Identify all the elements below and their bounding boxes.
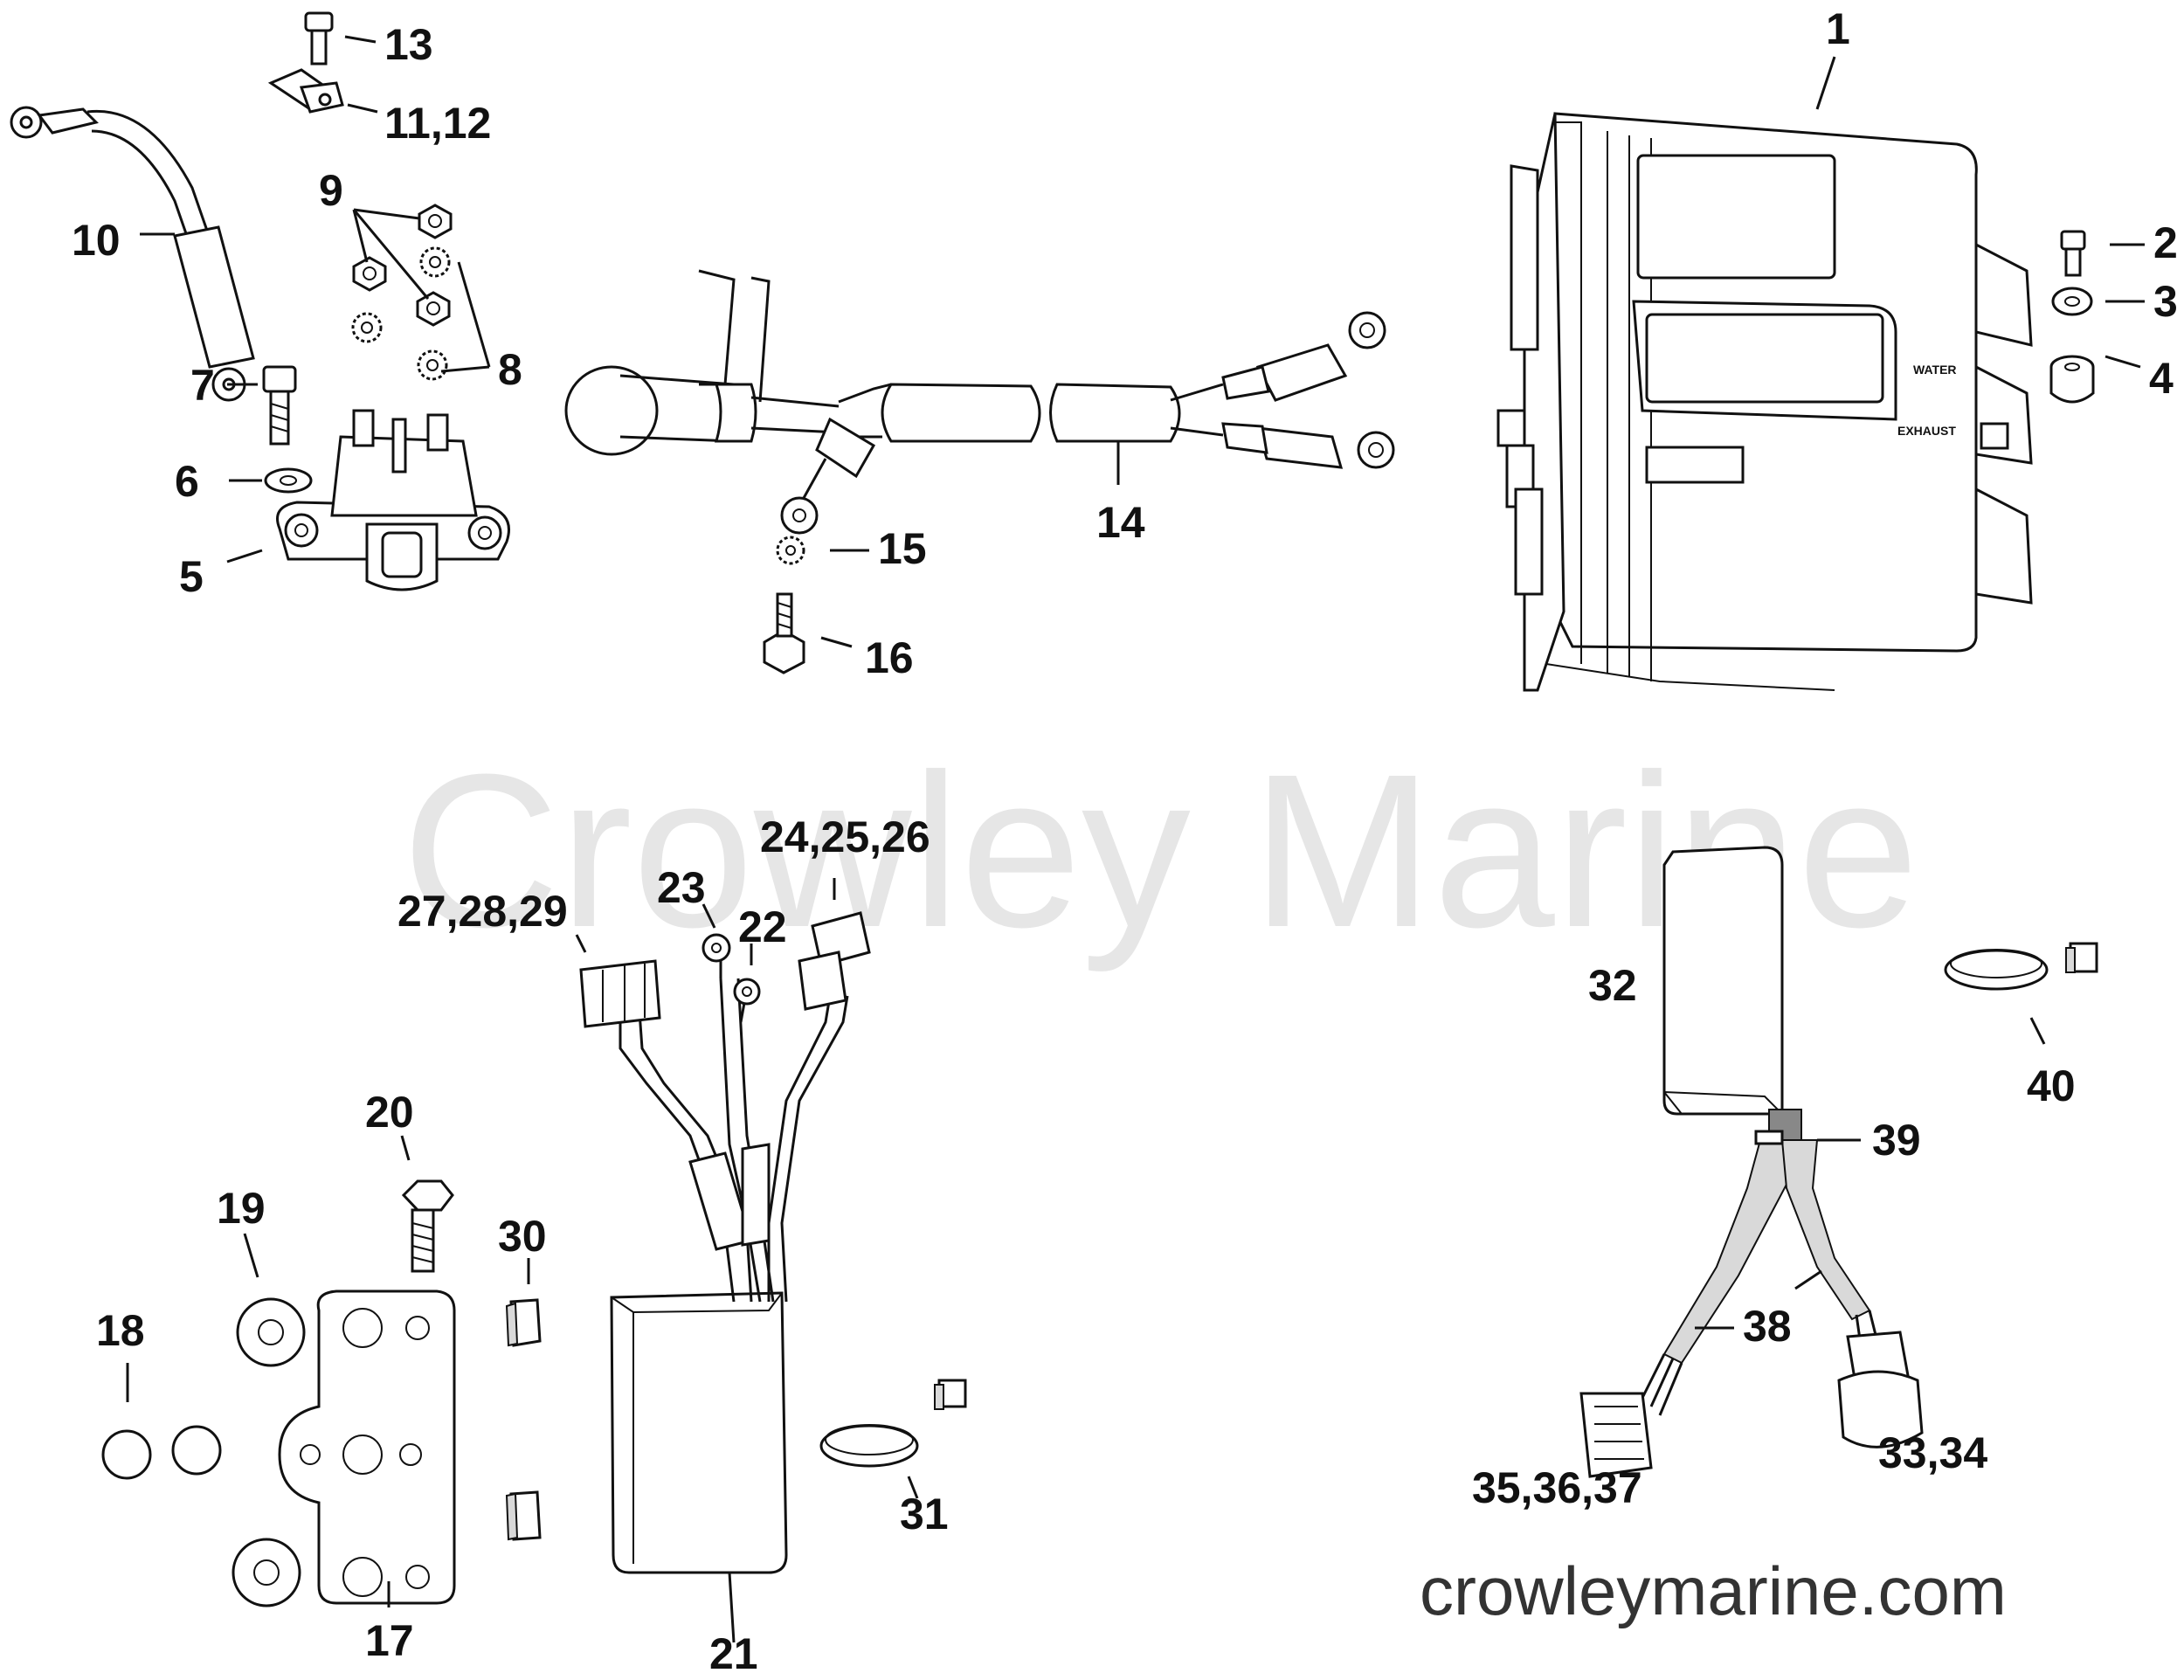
callout-21: 21 [709,1629,758,1678]
ecu-module-1: WATER EXHAUST [1496,112,2033,692]
callout-18: 18 [96,1306,145,1355]
callout-7: 7 [190,361,215,410]
solenoid-5 [276,409,510,591]
bracket-17 [278,1289,456,1605]
battery-cable-10 [10,106,255,402]
control-module-32 [1662,846,1784,1116]
bolt-7 [262,365,297,446]
cable-harness-14 [564,269,1395,535]
callout-31: 31 [900,1490,949,1538]
callout-22: 22 [738,902,787,951]
screw-2 [2060,230,2086,277]
callout-10: 10 [72,216,121,265]
callout-15: 15 [878,524,927,573]
callout-8: 8 [498,345,522,394]
module-label-exhaust: EXHAUST [1897,424,1956,438]
callout-33-34: 33,34 [1878,1428,1987,1477]
bolt-20 [401,1179,454,1273]
callout-11-12: 11,12 [384,99,491,148]
callout-4: 4 [2149,354,2174,403]
grommet-4 [2049,355,2095,404]
washer-6 [264,467,313,494]
callout-20: 20 [365,1088,414,1137]
grommets-19 [232,1297,306,1607]
module-label-water: WATER [1913,363,1957,377]
callout-14: 14 [1096,498,1145,547]
bushings-18 [101,1425,222,1480]
rectifier-21 [579,911,871,1574]
harness-38 [1579,1109,1924,1478]
callout-5: 5 [179,552,204,601]
callout-13: 13 [384,20,433,69]
callout-32: 32 [1588,961,1637,1010]
washer-3 [2051,287,2093,316]
callout-27-28-29: 27,28,29 [397,887,568,936]
callout-40: 40 [2027,1061,2076,1110]
strap-40 [1944,942,2098,991]
callout-1: 1 [1826,4,1850,53]
callout-3: 3 [2153,277,2178,326]
callout-30: 30 [498,1212,547,1261]
bolt-16 [763,592,805,674]
callout-38: 38 [1743,1302,1792,1351]
screw-13 [304,11,334,66]
callout-6: 6 [175,457,199,506]
callout-23: 23 [657,863,706,912]
callout-2: 2 [2153,218,2178,267]
lockwashers-8 [351,246,451,381]
callout-39: 39 [1872,1116,1921,1165]
lockwasher-15 [776,536,805,565]
callout-24-25-26: 24,25,26 [760,812,930,861]
clamp-11-12 [267,68,344,114]
callout-9: 9 [319,166,343,215]
callout-35-36-37: 35,36,37 [1472,1463,1642,1512]
nuts-9 [352,204,453,327]
spacers-30 [505,1298,542,1541]
callout-17: 17 [365,1616,414,1665]
website-url: crowleymarine.com [1420,1552,2007,1629]
strap-31 [819,1379,967,1468]
callout-19: 19 [217,1184,266,1233]
callout-16: 16 [865,633,914,682]
